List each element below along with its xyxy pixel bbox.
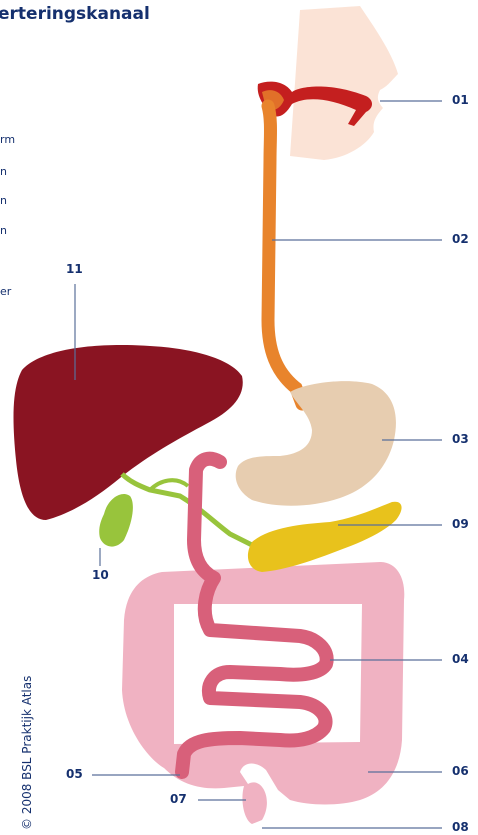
label-11: 11 xyxy=(66,262,83,276)
label-05: 05 xyxy=(66,767,83,781)
label-02: 02 xyxy=(452,232,469,246)
copyright-notice: © 2008 BSL Praktijk Atlas xyxy=(20,676,34,830)
pancreas xyxy=(248,502,402,572)
label-10: 10 xyxy=(92,568,109,582)
label-04: 04 xyxy=(452,652,469,666)
label-08: 08 xyxy=(452,820,469,834)
label-07: 07 xyxy=(170,792,187,806)
label-01: 01 xyxy=(452,93,469,107)
face-profile xyxy=(290,6,398,160)
colon xyxy=(122,562,404,824)
liver xyxy=(14,345,243,520)
label-03: 03 xyxy=(452,432,469,446)
stomach xyxy=(236,381,396,506)
gallbladder xyxy=(99,494,133,547)
small-intestine xyxy=(182,459,327,772)
label-06: 06 xyxy=(452,764,469,778)
label-09: 09 xyxy=(452,517,469,531)
